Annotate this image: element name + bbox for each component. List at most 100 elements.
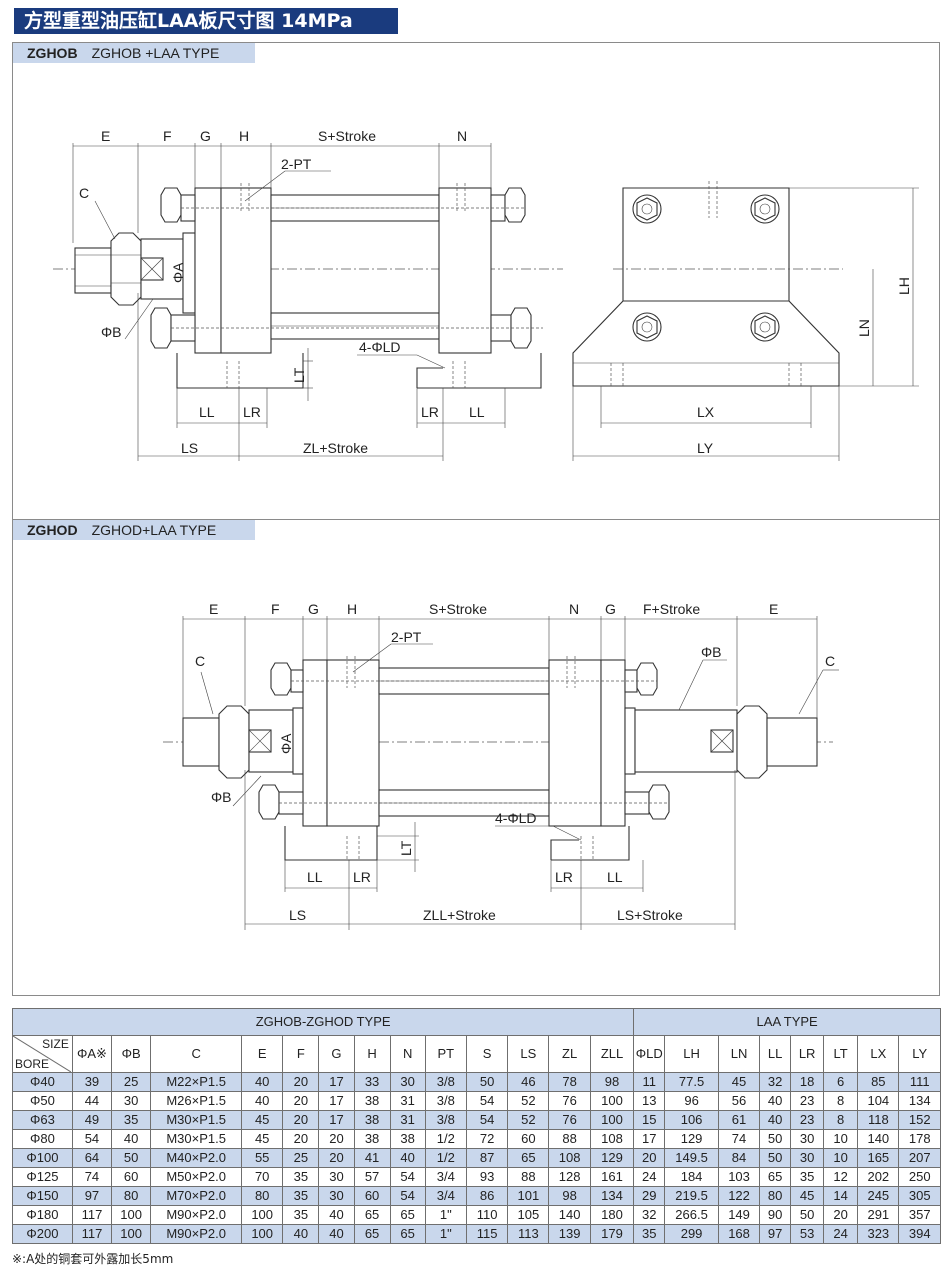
dim-s-stroke: S+Stroke: [429, 601, 487, 617]
column-header: ZLL: [589, 1035, 635, 1073]
table-cell: 41: [353, 1148, 391, 1168]
table-cell: 30: [318, 1186, 355, 1206]
table-cell: 78: [548, 1072, 591, 1092]
column-header: LT: [823, 1035, 859, 1073]
table-cell: 17: [318, 1072, 355, 1092]
dim-c: C: [79, 185, 89, 201]
column-header: ΦLD: [633, 1035, 666, 1073]
table-cell: 70: [241, 1167, 284, 1187]
dim-phi-b-right: ΦB: [701, 644, 722, 660]
panel-type-label: ZGHOD+LAA TYPE: [91, 522, 217, 538]
table-cell: 45: [717, 1072, 761, 1092]
table-cell: 85: [857, 1072, 900, 1092]
table-cell: 31: [389, 1091, 426, 1111]
column-header: ΦA※: [71, 1035, 113, 1073]
dim-f-stroke: F+Stroke: [643, 601, 700, 617]
table-cell: 118: [857, 1110, 900, 1130]
table-cell: 60: [111, 1167, 152, 1187]
table-cell: 40: [318, 1205, 355, 1225]
dim-g-right: G: [605, 601, 616, 617]
column-header: F: [282, 1035, 320, 1073]
dim-lr-right: LR: [421, 404, 439, 420]
table-cell: M30×P1.5: [150, 1110, 243, 1130]
table-cell: 13: [633, 1091, 666, 1111]
dim-ll: LL: [199, 404, 215, 420]
table-cell: 54: [389, 1167, 426, 1187]
table-cell: 134: [898, 1091, 941, 1111]
table-cell: 76: [548, 1091, 591, 1111]
table-cell: 357: [898, 1205, 941, 1225]
table-cell: 1/2: [424, 1148, 467, 1168]
table-cell: 35: [282, 1186, 320, 1206]
table-cell: M30×P1.5: [150, 1129, 243, 1149]
table-cell: 18: [790, 1072, 825, 1092]
table-cell: 98: [589, 1072, 635, 1092]
table-cell: 25: [111, 1072, 152, 1092]
table-cell: 1": [424, 1224, 467, 1244]
table-cell: 72: [465, 1129, 509, 1149]
column-header: LY: [898, 1035, 941, 1073]
table-cell: 50: [759, 1148, 792, 1168]
table-cell: 38: [353, 1129, 391, 1149]
panel-code: ZGHOB: [27, 45, 78, 61]
table-cell: 29: [633, 1186, 666, 1206]
table-cell: 65: [507, 1148, 550, 1168]
table-cell: 3/8: [424, 1091, 467, 1111]
bore-cell: Φ63: [12, 1110, 73, 1130]
table-cell: 50: [759, 1129, 792, 1149]
table-cell: 103: [717, 1167, 761, 1187]
table-cell: 17: [318, 1110, 355, 1130]
table-cell: 30: [318, 1167, 355, 1187]
table-cell: 8: [823, 1091, 859, 1111]
dimension-table: ZGHOB-ZGHOD TYPE LAA TYPE SIZE BORE ΦA※Φ…: [11, 1008, 941, 1244]
table-cell: 165: [857, 1148, 900, 1168]
column-header: C: [150, 1035, 243, 1073]
table-cell: 50: [111, 1148, 152, 1168]
table-cell: 44: [71, 1091, 113, 1111]
column-header: N: [389, 1035, 426, 1073]
dim-lr-right: LR: [555, 869, 573, 885]
group-header-cylinder: ZGHOB-ZGHOD TYPE: [11, 1008, 635, 1036]
table-cell: 100: [111, 1205, 152, 1225]
size-label: SIZE: [42, 1037, 69, 1051]
column-header: S: [465, 1035, 509, 1073]
table-cell: 129: [664, 1129, 719, 1149]
table-cell: 50: [465, 1072, 509, 1092]
dim-e: E: [209, 601, 218, 617]
dim-s-stroke: S+Stroke: [318, 128, 376, 144]
table-cell: 93: [465, 1167, 509, 1187]
table-cell: 3/8: [424, 1072, 467, 1092]
table-cell: 15: [633, 1110, 666, 1130]
table-cell: 30: [790, 1129, 825, 1149]
table-cell: 3/8: [424, 1110, 467, 1130]
table-cell: 80: [759, 1186, 792, 1206]
dim-phi-a: ΦA: [170, 262, 186, 283]
table-cell: 117: [71, 1224, 113, 1244]
table-cell: 52: [507, 1110, 550, 1130]
dim-4-phi-ld: 4-ΦLD: [495, 810, 537, 826]
table-cell: 60: [353, 1186, 391, 1206]
table-cell: 84: [717, 1148, 761, 1168]
table-cell: 202: [857, 1167, 900, 1187]
table-cell: M22×P1.5: [150, 1072, 243, 1092]
table-cell: 117: [71, 1205, 113, 1225]
table-cell: 50: [790, 1205, 825, 1225]
table-cell: 299: [664, 1224, 719, 1244]
table-cell: 32: [633, 1205, 666, 1225]
table-cell: 1": [424, 1205, 467, 1225]
table-cell: 54: [465, 1091, 509, 1111]
dim-g: G: [200, 128, 211, 144]
table-cell: 100: [589, 1110, 635, 1130]
bore-cell: Φ125: [12, 1167, 73, 1187]
dim-lt: LT: [291, 367, 307, 383]
table-cell: 40: [318, 1224, 355, 1244]
dim-n: N: [457, 128, 467, 144]
table-cell: 100: [241, 1205, 284, 1225]
table-cell: 115: [465, 1224, 509, 1244]
table-cell: 250: [898, 1167, 941, 1187]
table-cell: 101: [507, 1186, 550, 1206]
